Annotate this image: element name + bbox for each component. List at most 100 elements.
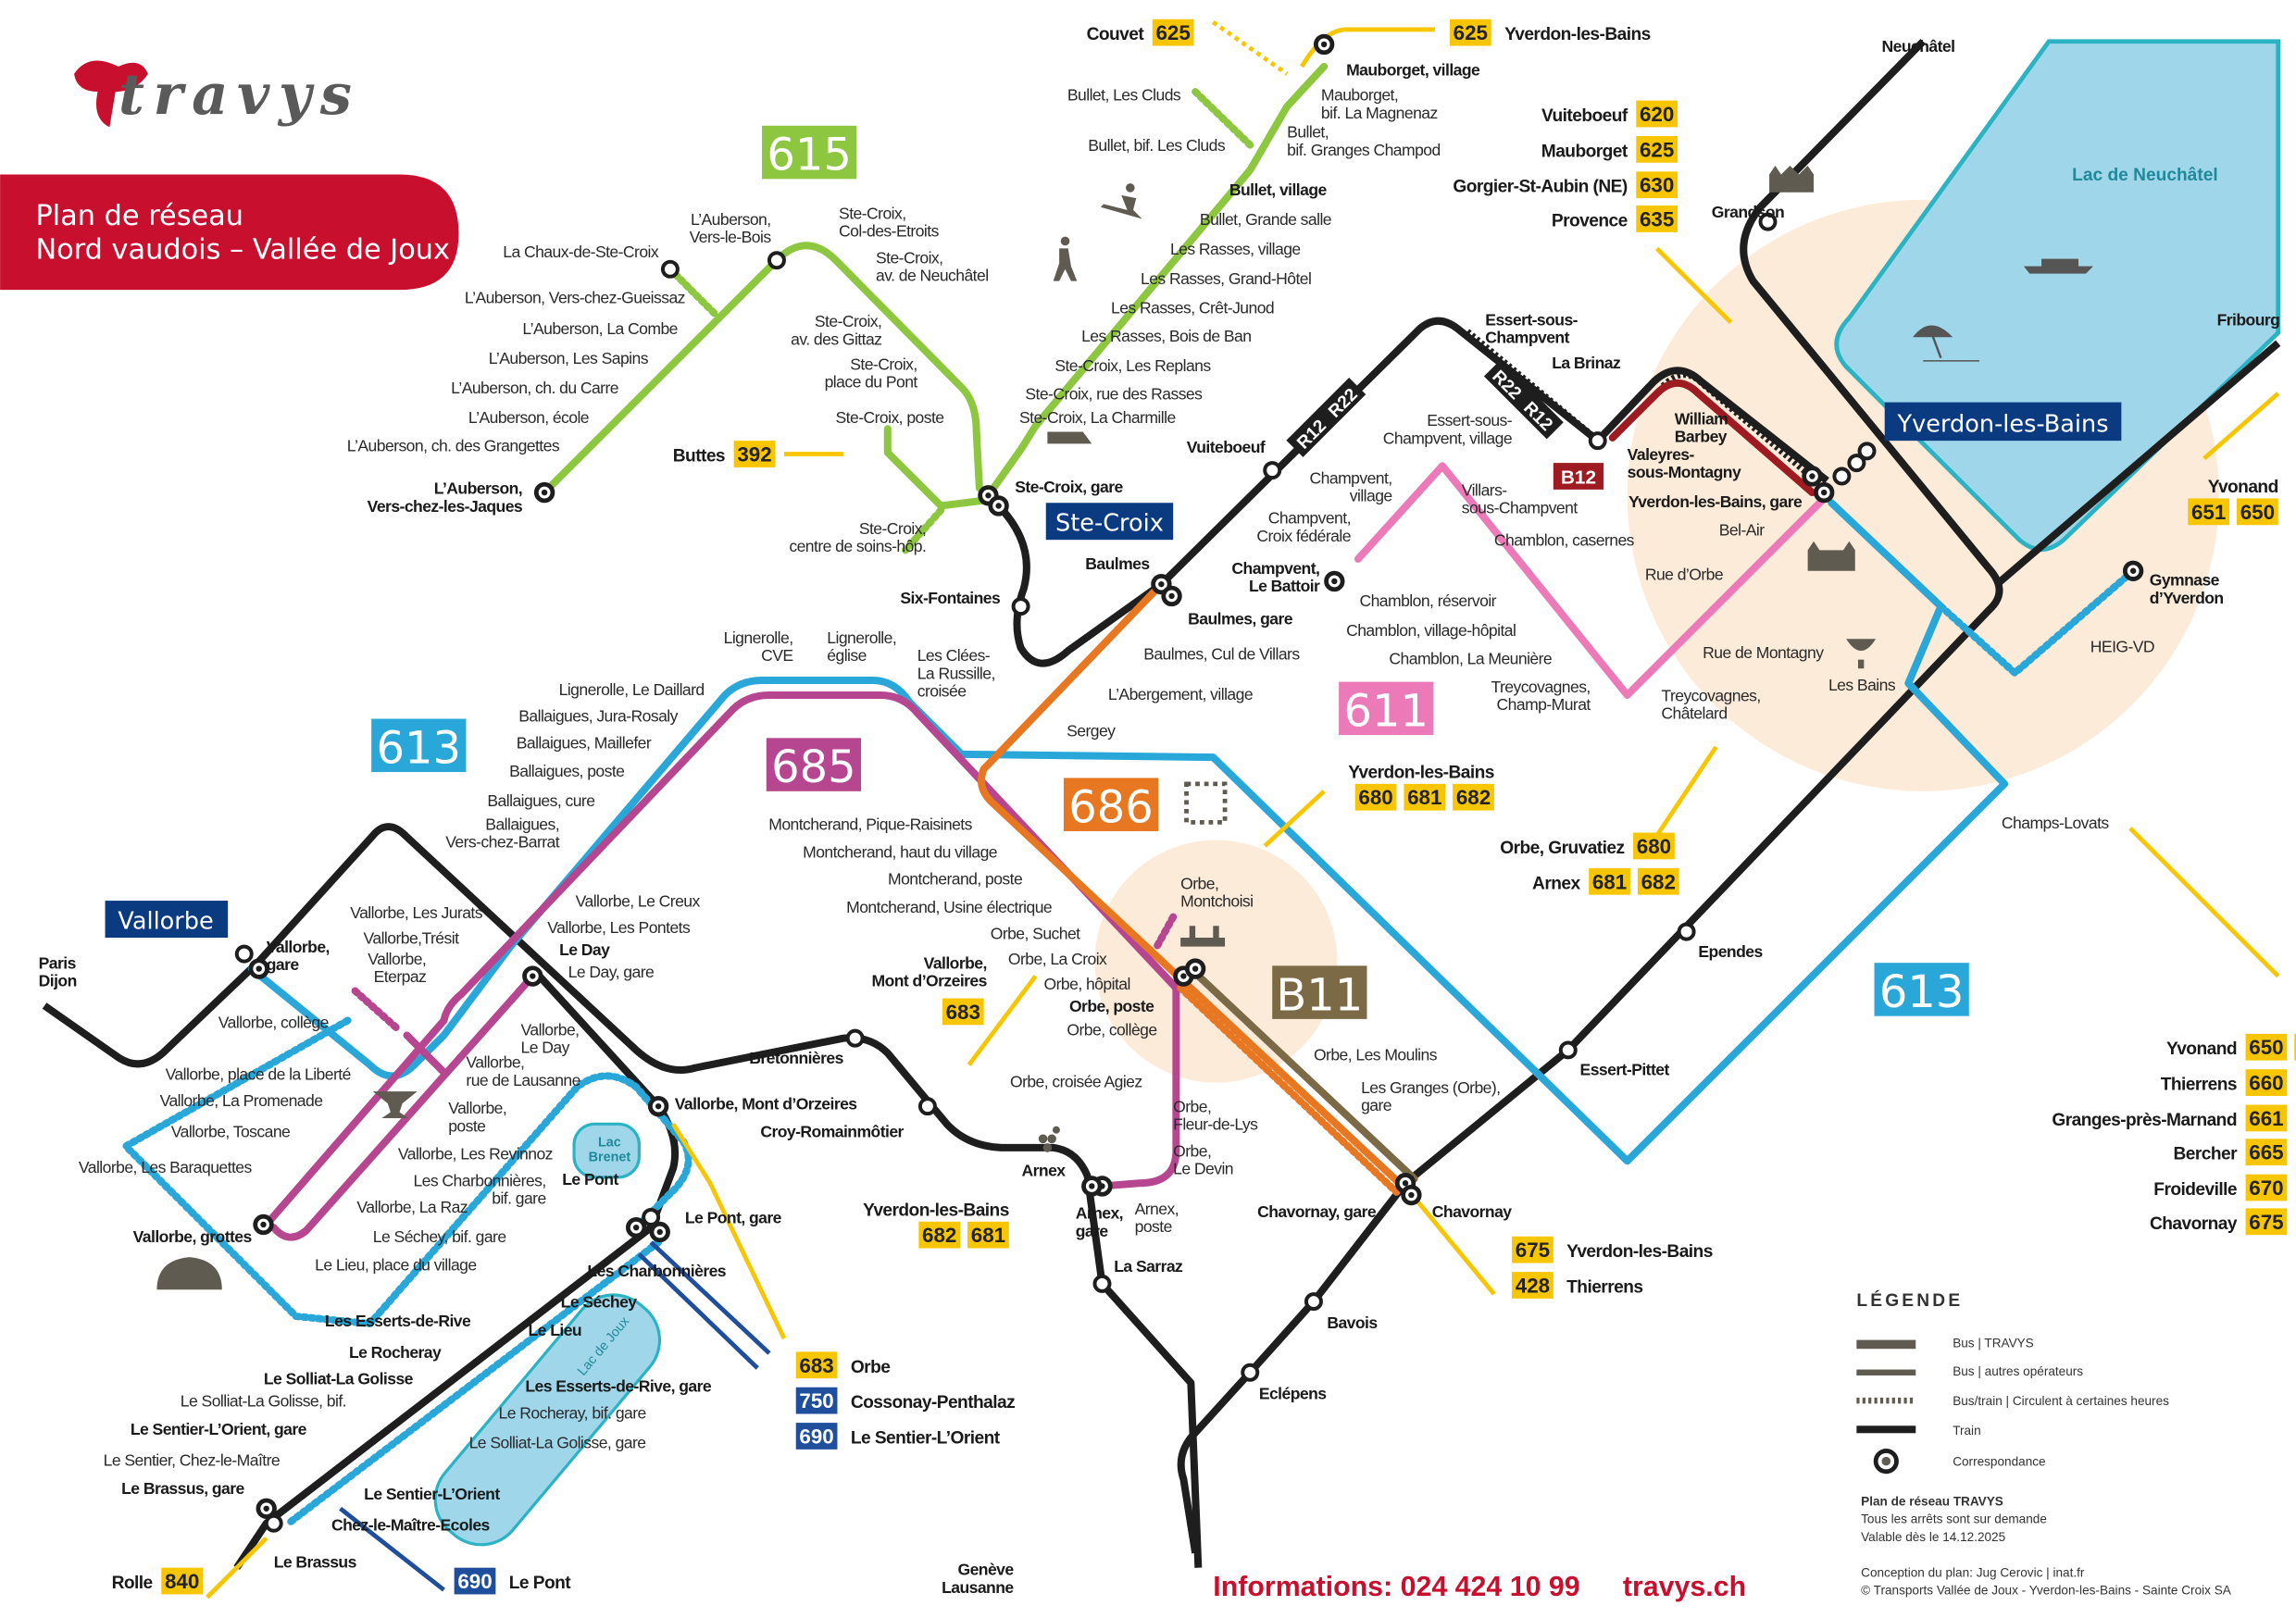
station-label[interactable]: Ballaigues, poste bbox=[509, 762, 625, 780]
route-badge-685[interactable]: 685 bbox=[766, 738, 862, 793]
station-label[interactable]: Champvent,Croix fédérale bbox=[1256, 509, 1351, 545]
station-label[interactable]: Vallorbe,Le Day bbox=[521, 1020, 580, 1056]
stop[interactable] bbox=[1304, 1292, 1323, 1312]
station-label[interactable]: Les Rasses, Bois de Ban bbox=[1081, 327, 1252, 345]
route-badge-B11[interactable]: B11 bbox=[1272, 965, 1367, 1021]
station-label[interactable]: Ballaigues, Jura-Rosaly bbox=[518, 707, 679, 726]
station-label[interactable]: HEIG-VD bbox=[2090, 638, 2155, 656]
station-label[interactable]: Orbe,Fleur-de-Lys bbox=[1173, 1098, 1259, 1134]
station-label[interactable]: L’Auberson,Vers-chez-les-Jaques bbox=[368, 479, 524, 516]
stop[interactable] bbox=[1857, 442, 1877, 461]
station-label[interactable]: Bullet, Les Cluds bbox=[1067, 86, 1182, 105]
station-label[interactable]: Neuchâtel bbox=[1882, 37, 1955, 56]
connection-11[interactable]: 683 bbox=[942, 998, 984, 1026]
route-badge-611[interactable]: 611 bbox=[1339, 681, 1434, 738]
station-label[interactable]: Orbe, Suchet bbox=[991, 925, 1081, 943]
station-label[interactable]: Bullet,bif. Granges Champod bbox=[1287, 123, 1441, 159]
station-label[interactable]: L’Auberson, La Combe bbox=[522, 319, 678, 338]
station-label[interactable]: Vallorbe, La Promenade bbox=[160, 1091, 323, 1110]
stop[interactable] bbox=[1677, 922, 1696, 941]
station-label[interactable]: Ste-Croix, La Charmille bbox=[1019, 408, 1176, 427]
station-label[interactable]: Lignerolle,CVE bbox=[724, 629, 793, 665]
info-website-link[interactable]: travys.ch bbox=[1623, 1572, 1746, 1602]
station-label[interactable]: Les Rasses, village bbox=[1170, 240, 1301, 258]
station-label[interactable]: Treycovagnes,Champ-Murat bbox=[1491, 678, 1591, 714]
station-label[interactable]: Le Day bbox=[559, 940, 611, 959]
station-label[interactable]: Bavois bbox=[1327, 1313, 1379, 1332]
station-label[interactable]: Le Day, gare bbox=[568, 963, 655, 981]
station-label[interactable]: Ste-Croix, gare bbox=[1015, 478, 1124, 496]
station-label[interactable]: Vallorbe, Toscane bbox=[171, 1123, 291, 1141]
station-label[interactable]: Ste-Croix, poste bbox=[836, 408, 945, 427]
station-label[interactable]: Montcherand, Pique-Raisinets bbox=[768, 815, 973, 833]
stop[interactable] bbox=[1011, 597, 1030, 616]
station-label[interactable]: L’Auberson, Les Sapins bbox=[489, 349, 650, 367]
stop[interactable] bbox=[1558, 1040, 1578, 1060]
station-label[interactable]: Vallorbe, La Raz bbox=[356, 1198, 468, 1216]
station-label[interactable]: Ependes bbox=[1698, 942, 1764, 961]
station-label[interactable]: Les Bains bbox=[1828, 676, 1896, 694]
station-label[interactable]: La Sarraz bbox=[1114, 1257, 1183, 1276]
station-label[interactable]: Ste-Croix,centre de soins-hôp. bbox=[789, 519, 927, 555]
station-label[interactable]: Les Rasses, Crêt-Junod bbox=[1111, 299, 1275, 317]
station-label[interactable]: Montcherand, Usine électrique bbox=[846, 898, 1053, 916]
station-label[interactable]: Le Solliat-La Golisse bbox=[264, 1370, 414, 1388]
station-label[interactable]: Essert-sous-Champvent bbox=[1485, 311, 1578, 347]
station-label[interactable]: Vallorbe, collège bbox=[218, 1013, 330, 1031]
station-label[interactable]: Le Rocheray, bif. gare bbox=[499, 1403, 647, 1422]
station-label[interactable]: Les Rasses, Grand-Hôtel bbox=[1141, 269, 1312, 288]
station-label[interactable]: Vallorbe, Les Revinnoz bbox=[398, 1145, 554, 1164]
station-label[interactable]: Le Brassus bbox=[274, 1553, 357, 1572]
station-label[interactable]: Ballaigues, cure bbox=[487, 791, 595, 810]
station-label[interactable]: Sergey bbox=[1067, 722, 1117, 741]
station-label[interactable]: Ste-Croix,av. des Gittaz bbox=[791, 312, 882, 348]
route-badge-615[interactable]: 615 bbox=[761, 125, 857, 181]
station-label[interactable]: Vallorbe,poste bbox=[448, 1099, 507, 1135]
station-label[interactable]: Orbe, poste bbox=[1069, 997, 1155, 1015]
station-label[interactable]: Essert-sous-Champvent, village bbox=[1383, 411, 1514, 447]
station-label[interactable]: Bretonnières bbox=[749, 1049, 844, 1067]
route-badge-686[interactable]: 686 bbox=[1063, 778, 1159, 833]
stop[interactable] bbox=[767, 251, 786, 270]
station-label[interactable]: Villars-sous-Champvent bbox=[1462, 480, 1578, 517]
station-label[interactable]: Eclépens bbox=[1259, 1385, 1328, 1403]
station-label[interactable]: Ste-Croix,Col-des-Etroits bbox=[839, 204, 940, 240]
station-label[interactable]: Yverdon-les-Bains, gare bbox=[1628, 492, 1803, 511]
station-label[interactable]: Le Brassus, gare bbox=[121, 1479, 245, 1498]
station-label[interactable]: Chamblon, réservoir bbox=[1359, 591, 1497, 610]
connection-20[interactable]: 650651Yvonand bbox=[2166, 1033, 2296, 1061]
station-label[interactable]: L’Auberson, Vers-chez-Gueissaz bbox=[465, 289, 686, 307]
station-label[interactable]: Mauborget, village bbox=[1346, 60, 1480, 79]
station-label[interactable]: Le Sentier-L’Orient, gare bbox=[131, 1420, 307, 1438]
info-phone[interactable]: Informations: 024 424 10 99 bbox=[1213, 1572, 1579, 1602]
station-label[interactable]: Rue de Montagny bbox=[1703, 643, 1825, 662]
station-label[interactable]: Rue d’Orbe bbox=[1645, 565, 1724, 583]
station-label[interactable]: Vallorbe, Les Jurats bbox=[350, 903, 483, 922]
station-label[interactable]: Chez-le-Maître-Ecoles bbox=[331, 1516, 491, 1535]
station-label[interactable]: Vallorbe, grottes bbox=[133, 1227, 253, 1246]
station-label[interactable]: Champvent,Le Battoir bbox=[1231, 559, 1320, 595]
station-label[interactable]: Essert-Pittet bbox=[1580, 1061, 1670, 1079]
station-label[interactable]: Ste-Croix,place du Pont bbox=[825, 355, 918, 391]
station-label[interactable]: Six-Fontaines bbox=[900, 589, 1001, 607]
station-label[interactable]: Orbe, Les Moulins bbox=[1314, 1046, 1438, 1064]
station-label[interactable]: Ballaigues, Maillefer bbox=[517, 733, 653, 752]
station-label[interactable]: Le Rocheray bbox=[349, 1343, 443, 1362]
station-label[interactable]: Vallorbe, Mont d’Orzeires bbox=[675, 1094, 858, 1113]
stop[interactable] bbox=[642, 1208, 661, 1226]
station-label[interactable]: Orbe,Montchoisi bbox=[1180, 874, 1254, 910]
